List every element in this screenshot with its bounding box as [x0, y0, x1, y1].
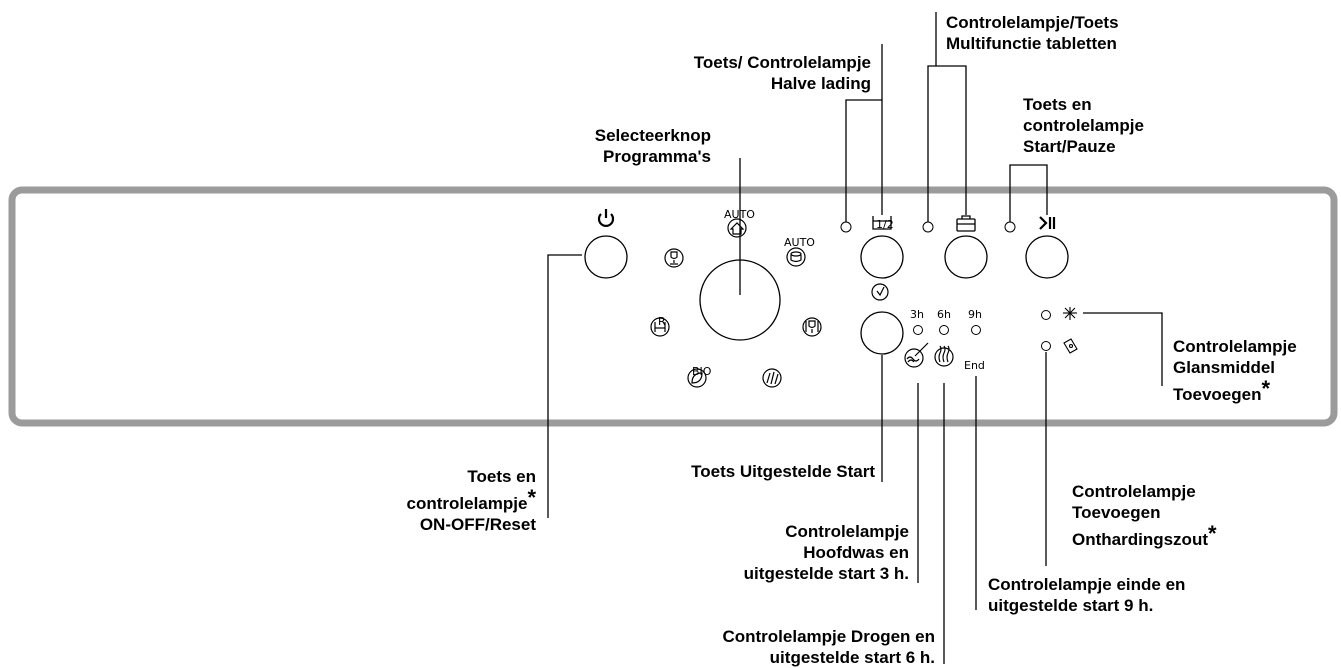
label-3h: 3h: [910, 308, 924, 321]
asterisk-onoff: *: [527, 485, 536, 510]
leader-multitab-bracket: [927, 65, 967, 222]
label-6h: 6h: [937, 308, 951, 321]
fast-wash-icon: [762, 368, 782, 388]
drying-icon: [934, 345, 954, 367]
leader-half-bracket: [845, 99, 883, 222]
callout-start-pause: Toets en controlelampje Start/Pauze: [1023, 95, 1144, 156]
main-wash-icon: [904, 342, 929, 368]
multitab-button[interactable]: [944, 235, 988, 279]
callout-onoff: Toets en controlelampje* ON-OFF/Reset: [407, 445, 536, 556]
half-load-icon: 1/2: [872, 216, 894, 231]
callout-selector: Selecteerknop Programma's: [594, 126, 711, 166]
callout-half-load: Toets/ Controlelampje Halve lading: [693, 53, 871, 93]
salt-led: [1041, 341, 1051, 351]
start-pause-led: [1004, 221, 1016, 233]
delay-clock-icon: [871, 283, 889, 301]
rinse-hold-icon: R: [650, 315, 670, 337]
svg-text:AUTO: AUTO: [784, 236, 815, 249]
led-6h: [939, 325, 949, 335]
callout-onoff-tail: ON-OFF/Reset: [419, 515, 536, 534]
led-9h: [971, 325, 981, 335]
callout-delay-start: Toets Uitgestelde Start: [691, 462, 875, 481]
program-selector-knob[interactable]: [699, 259, 781, 341]
auto-pot-icon: AUTO: [784, 236, 815, 267]
power-icon: [597, 209, 615, 227]
multitab-led: [922, 221, 934, 233]
callout-salt-text: Controlelampje Toevoegen Onthardingszout: [1072, 482, 1208, 549]
leader-lines: [547, 12, 1163, 664]
salt-icon: [1063, 338, 1078, 354]
leader-rinse: [1083, 312, 1163, 386]
callout-onoff-text: Toets en controlelampje: [406, 467, 536, 513]
start-pause-button[interactable]: [1025, 235, 1069, 279]
svg-text:BIO: BIO: [692, 365, 712, 378]
rinse-aid-led: [1041, 310, 1051, 320]
callout-multitab: Controlelampje/Toets Multifunctie tablet…: [946, 13, 1119, 53]
svg-text:AUTO: AUTO: [724, 208, 755, 221]
svg-text:1/2: 1/2: [876, 218, 894, 231]
half-load-button[interactable]: [860, 235, 904, 279]
callout-rinse-aid: Controlelampje Glansmiddel Toevoegen*: [1173, 315, 1297, 405]
callout-main-wash-3h: Controlelampje Hoofdwas en uitgestelde s…: [743, 522, 909, 583]
start-pause-icon: [1039, 216, 1056, 230]
asterisk-salt: *: [1207, 521, 1217, 546]
callout-rinse-aid-text: Controlelampje Glansmiddel Toevoegen: [1173, 337, 1297, 404]
leader-onoff: [547, 254, 582, 518]
svg-text:R: R: [658, 315, 666, 328]
tablet-icon: [956, 215, 976, 232]
panel-frame: [8, 186, 1338, 427]
callout-end-9h: Controlelampje einde en uitgestelde star…: [988, 575, 1186, 615]
rinse-aid-icon: [1063, 307, 1077, 320]
delay-start-button[interactable]: [860, 311, 904, 355]
callout-drying-6h: Controlelampje Drogen en uitgestelde sta…: [722, 627, 935, 667]
onoff-button[interactable]: [584, 235, 628, 279]
glass-icon: [664, 248, 684, 268]
label-end: End: [964, 359, 985, 372]
bio-leaf-icon: BIO: [687, 365, 712, 388]
leader-startpause: [1009, 164, 1048, 222]
led-3h: [913, 325, 923, 335]
asterisk-rinse: *: [1261, 376, 1271, 401]
auto-program-icon: AUTO: [724, 208, 755, 238]
label-9h: 9h: [968, 308, 982, 321]
intensive-glass-icon: [802, 317, 822, 337]
half-load-led: [840, 221, 852, 233]
callout-salt: Controlelampje Toevoegen Onthardingszout…: [1072, 460, 1217, 550]
